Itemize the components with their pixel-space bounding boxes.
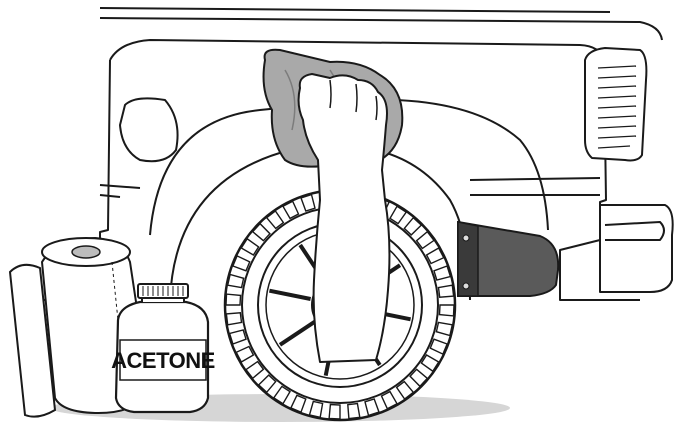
tread-block [348,404,360,419]
body-top-line-2 [100,18,662,40]
body-top-line [100,8,610,12]
rear-bumper [600,205,673,292]
tail-light-housing [585,48,646,160]
flap-bolt [463,235,469,241]
flap-bolt [463,283,469,289]
tread-block [226,294,241,305]
towel-roll-core [72,246,100,258]
fuel-door [120,98,178,161]
bottle-label-text: ACETONE [111,348,215,373]
tread-block [329,405,340,420]
tread-block [439,285,454,297]
tread-block [440,305,455,316]
tread-block [226,313,241,325]
